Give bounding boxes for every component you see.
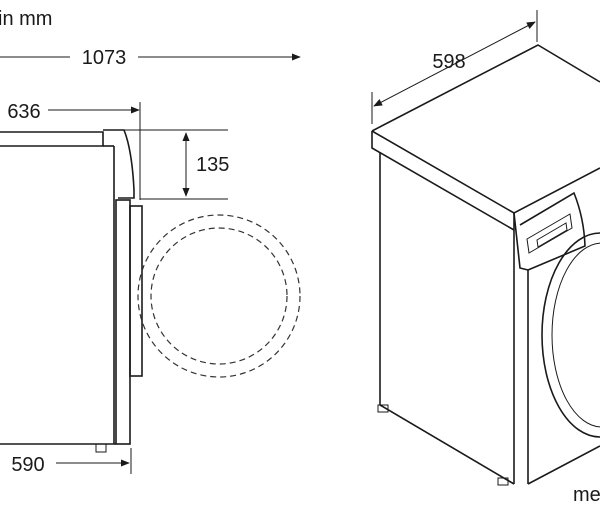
side-view-machine bbox=[0, 129, 143, 453]
iso-bottom-edge bbox=[379, 404, 515, 485]
iso-foot-back bbox=[377, 404, 389, 413]
side-door-closed bbox=[129, 205, 143, 377]
dimension-total-depth: 1073 bbox=[0, 47, 301, 69]
unit-note: in mm bbox=[0, 8, 52, 30]
iso-panel-edge bbox=[513, 212, 529, 271]
dimension-depth-overall: 636 bbox=[7, 101, 141, 200]
dimension-label-636: 636 bbox=[7, 101, 40, 123]
dimension-label-598: 598 bbox=[432, 51, 465, 73]
iso-front-bottom bbox=[527, 445, 600, 485]
dimension-width: 598 bbox=[371, 10, 538, 124]
iso-door-inner bbox=[551, 242, 600, 428]
dimension-label-135: 135 bbox=[196, 154, 229, 176]
side-top-panel bbox=[0, 131, 104, 147]
door-swing-outline bbox=[137, 214, 301, 378]
iso-foot-front bbox=[497, 477, 509, 486]
isometric-machine bbox=[371, 44, 600, 486]
iso-door-outer bbox=[541, 232, 600, 438]
dimension-label-1073: 1073 bbox=[82, 47, 127, 69]
cut-label: me bbox=[573, 484, 600, 506]
iso-display bbox=[526, 213, 573, 254]
door-swing-outer bbox=[137, 214, 301, 378]
side-front-panel bbox=[115, 199, 131, 445]
dimension-depth-body: 590 bbox=[11, 448, 132, 476]
side-foot bbox=[95, 443, 107, 453]
iso-display-screen bbox=[536, 222, 568, 248]
iso-control-panel bbox=[519, 191, 586, 271]
door-swing-inner bbox=[150, 227, 288, 365]
side-control-panel bbox=[103, 129, 135, 199]
dimension-label-590: 590 bbox=[11, 454, 44, 476]
dimension-arrow-598 bbox=[373, 21, 536, 107]
iso-top-back-edges bbox=[371, 44, 600, 132]
iso-top-front-edges bbox=[371, 130, 600, 214]
iso-top-thickness bbox=[371, 131, 515, 231]
dimension-door-offset: 135 bbox=[112, 129, 229, 200]
